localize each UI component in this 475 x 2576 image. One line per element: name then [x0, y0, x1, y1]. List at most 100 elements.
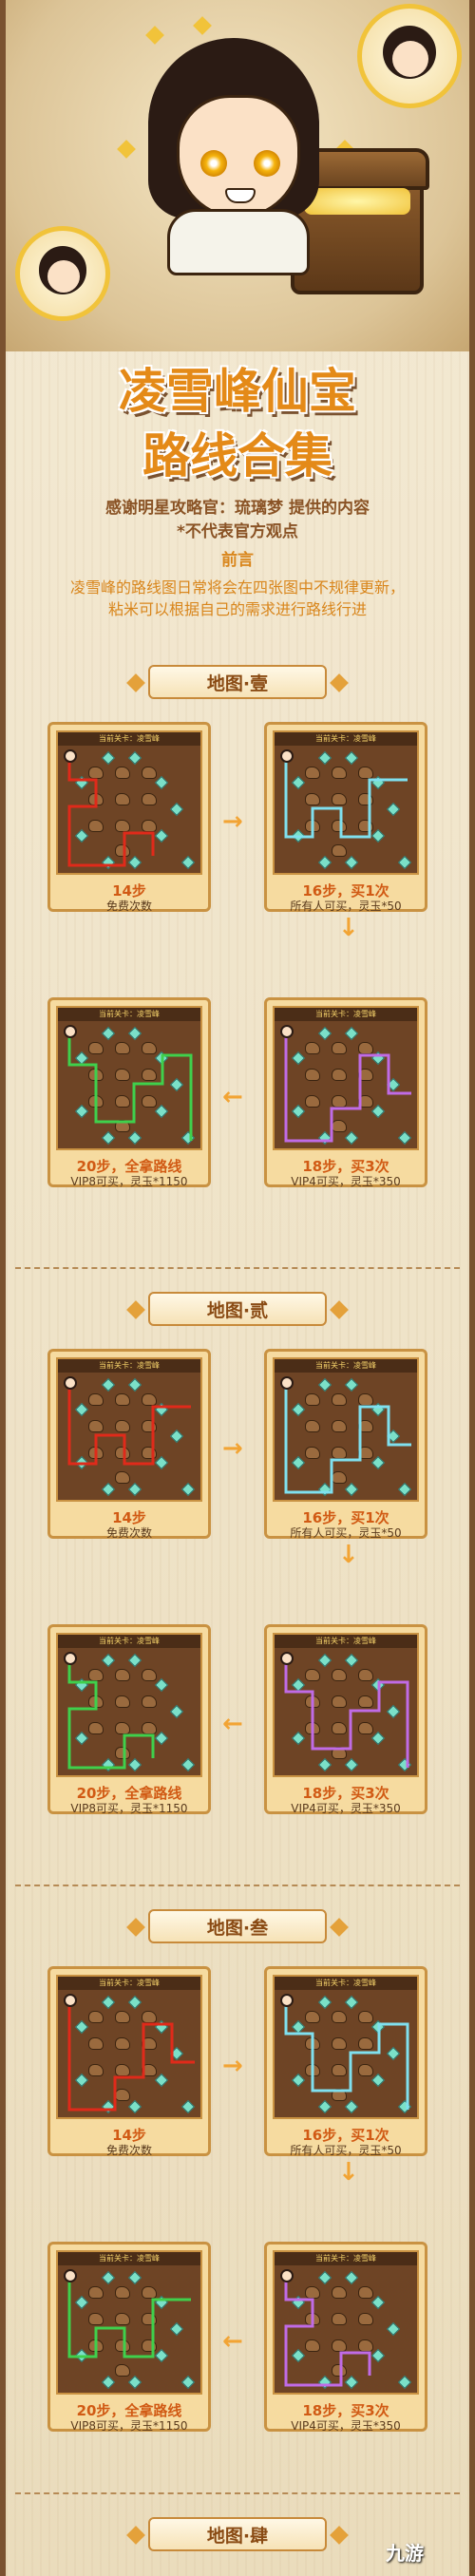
rock-tile [332, 2011, 347, 2023]
watermark-logo: 九游 [386, 2542, 424, 2565]
rock-tile [88, 2037, 104, 2050]
rock-tile [305, 1393, 320, 1406]
player-start-icon [280, 1994, 294, 2007]
rock-tile [115, 1042, 130, 1054]
map-header: 当前关卡：凌雪峰 [275, 732, 417, 746]
map-header: 当前关卡：凌雪峰 [58, 1635, 200, 1648]
rock-tile [305, 2339, 320, 2352]
player-start-icon [280, 2269, 294, 2282]
flow-arrow-icon: ← [222, 1710, 243, 1738]
rock-tile [358, 2064, 373, 2076]
rock-tile [358, 1695, 373, 1708]
rock-tile [115, 2339, 130, 2352]
route-steps-label: 20步，全拿路线 [76, 2402, 182, 2419]
rock-tile [305, 793, 320, 805]
route-path [284, 1032, 411, 1143]
route-path [284, 757, 408, 839]
rock-tile [142, 767, 157, 779]
player-start-icon [64, 1994, 77, 2007]
rock-tile [142, 793, 157, 805]
rock-tile [332, 2364, 347, 2377]
section-header: 地图·贰 [148, 1292, 327, 1326]
route-map: 当前关卡：凌雪峰 [56, 1357, 202, 1502]
character-avatar-top-right [357, 4, 462, 108]
section-divider [15, 1267, 460, 1269]
rock-tile [332, 793, 347, 805]
route-steps-label: 14步 [112, 882, 146, 900]
rock-tile [332, 1393, 347, 1406]
rock-tile [142, 1042, 157, 1054]
rock-tile [115, 1747, 130, 1759]
character-avatar-left [15, 226, 110, 321]
rock-tile [332, 820, 347, 832]
route-map: 当前关卡：凌雪峰 [56, 2250, 202, 2395]
rock-tile [115, 2037, 130, 2050]
flow-arrow-icon: ↓ [338, 1541, 359, 1569]
rock-tile [115, 2286, 130, 2299]
rock-tile [88, 2286, 104, 2299]
player-start-icon [280, 1376, 294, 1390]
player-start-icon [280, 1025, 294, 1038]
rock-tile [358, 2286, 373, 2299]
rock-tile [332, 2064, 347, 2076]
route-map: 当前关卡：凌雪峰 [273, 1975, 419, 2119]
route-cost-label: 所有人可买，灵玉*50 [290, 2144, 402, 2157]
player-start-icon [64, 1025, 77, 1038]
route-map: 当前关卡：凌雪峰 [273, 1357, 419, 1502]
route-map: 当前关卡：凌雪峰 [56, 1633, 202, 1777]
rock-tile [115, 1669, 130, 1681]
route-path [67, 2277, 191, 2358]
rock-tile [358, 2313, 373, 2325]
map-header: 当前关卡：凌雪峰 [275, 2252, 417, 2265]
route-steps-label: 20步，全拿路线 [76, 1785, 182, 1802]
player-start-icon [64, 2269, 77, 2282]
route-cost-label: VIP4可买，灵玉*350 [291, 1802, 401, 1815]
route-cost-label: 免费次数 [105, 900, 152, 913]
route-path [67, 757, 155, 867]
route-path [284, 2001, 409, 2110]
rock-tile [358, 1722, 373, 1734]
rock-tile [115, 793, 130, 805]
route-steps-label: 14步 [112, 1509, 146, 1526]
map-header: 当前关卡：凌雪峰 [58, 732, 200, 746]
rock-tile [115, 767, 130, 779]
rock-tile [332, 2313, 347, 2325]
rock-tile [142, 1695, 157, 1708]
route-steps-label: 14步 [112, 2127, 146, 2144]
route-steps-label: 18步，买3次 [302, 1785, 390, 1802]
main-character-illustration [139, 38, 329, 275]
route-cost-label: VIP4可买，灵玉*350 [291, 1175, 401, 1188]
route-map: 当前关卡：凌雪峰 [56, 1006, 202, 1150]
rock-tile [115, 2364, 130, 2377]
map-header: 当前关卡：凌雪峰 [275, 1635, 417, 1648]
rock-tile [88, 1042, 104, 1054]
rock-tile [305, 1669, 320, 1681]
route-steps-label: 20步，全拿路线 [76, 1158, 182, 1175]
section-divider [15, 2492, 460, 2494]
section-header: 地图·壹 [148, 665, 327, 699]
preface-heading: 前言 [221, 551, 254, 570]
section-header: 地图·叁 [148, 1909, 327, 1943]
rock-tile [115, 820, 130, 832]
section-header: 地图·肆 [148, 2517, 327, 2551]
rock-tile [332, 1042, 347, 1054]
route-path [67, 1659, 155, 1770]
rock-tile [332, 1695, 347, 1708]
route-cost-label: VIP8可买，灵玉*1150 [70, 1175, 188, 1188]
rock-tile [142, 1095, 157, 1108]
rock-tile [142, 1393, 157, 1406]
rock-tile [142, 1069, 157, 1081]
rock-tile [115, 1447, 130, 1459]
map-header: 当前关卡：凌雪峰 [275, 1977, 417, 1990]
map-header: 当前关卡：凌雪峰 [58, 1977, 200, 1990]
route-path [284, 1384, 411, 1494]
route-path [67, 1032, 193, 1141]
rock-tile [142, 2286, 157, 2299]
rock-tile [332, 1722, 347, 1734]
flow-arrow-icon: → [222, 807, 243, 836]
rock-tile [305, 1069, 320, 1081]
rock-tile [305, 2011, 320, 2023]
